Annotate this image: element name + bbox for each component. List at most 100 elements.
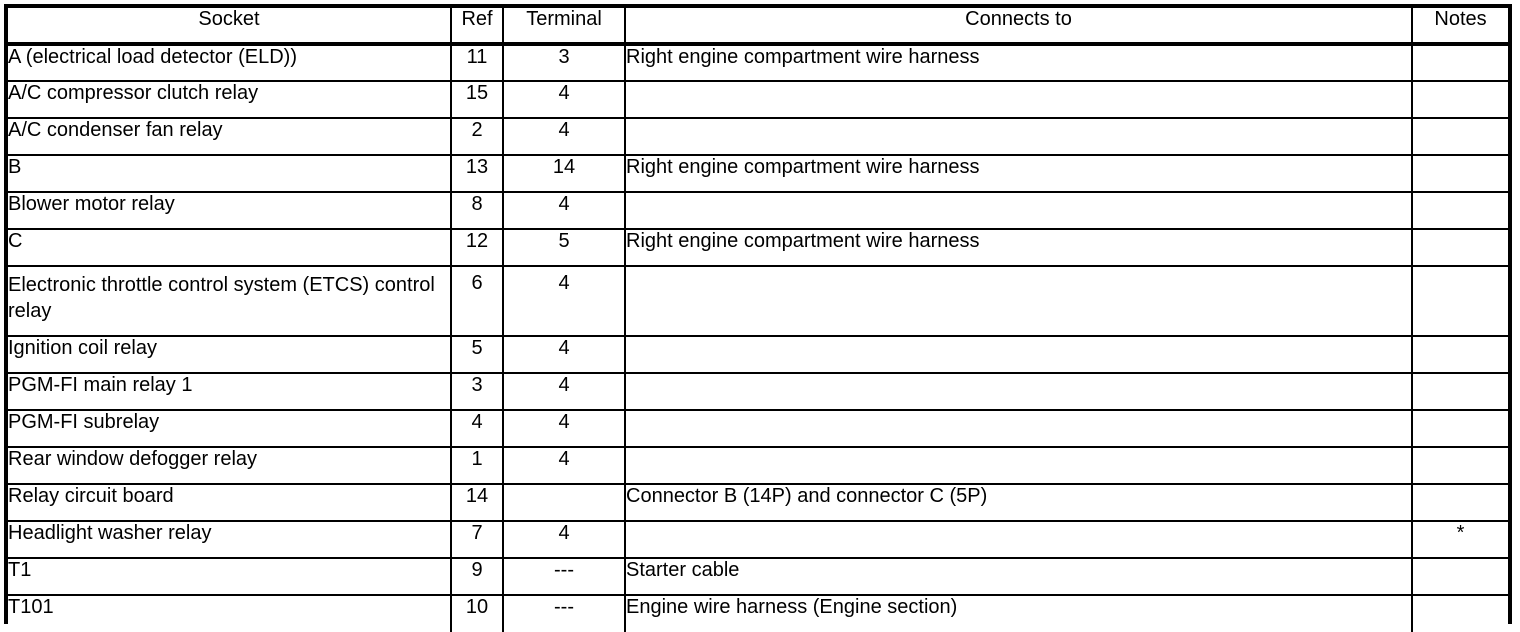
cell-terminal: 4	[503, 373, 626, 411]
cell-ref: 11	[451, 44, 504, 82]
cell-socket: T1	[8, 558, 452, 596]
cell-socket: T101	[8, 595, 452, 632]
cell-terminal: 4	[503, 521, 626, 559]
cell-notes	[1412, 373, 1508, 411]
cell-ref: 10	[451, 595, 504, 632]
cell-notes	[1412, 118, 1508, 156]
cell-ref: 1	[451, 447, 504, 485]
cell-terminal: ---	[503, 595, 626, 632]
cell-terminal: 4	[503, 81, 626, 119]
cell-terminal: 5	[503, 229, 626, 267]
column-header-ref: Ref	[451, 8, 504, 46]
cell-socket: A (electrical load detector (ELD))	[8, 44, 452, 82]
cell-terminal: 4	[503, 266, 626, 337]
column-header-notes: Notes	[1412, 8, 1508, 46]
cell-terminal: 4	[503, 118, 626, 156]
cell-socket: A/C compressor clutch relay	[8, 81, 452, 119]
column-header-terminal: Terminal	[503, 8, 626, 46]
cell-notes	[1412, 44, 1508, 82]
cell-connects-to	[625, 118, 1413, 156]
cell-socket: Relay circuit board	[8, 484, 452, 522]
column-header-socket: Socket	[8, 8, 452, 46]
cell-notes	[1412, 595, 1508, 632]
cell-connects-to: Right engine compartment wire harness	[625, 44, 1413, 82]
cell-terminal: 4	[503, 336, 626, 374]
cell-socket: C	[8, 229, 452, 267]
cell-socket: PGM-FI subrelay	[8, 410, 452, 448]
cell-connects-to	[625, 192, 1413, 230]
cell-ref: 3	[451, 373, 504, 411]
cell-socket: Headlight washer relay	[8, 521, 452, 559]
cell-notes: *	[1412, 521, 1508, 559]
cell-ref: 2	[451, 118, 504, 156]
cell-notes	[1412, 484, 1508, 522]
cell-connects-to	[625, 521, 1413, 559]
cell-connects-to	[625, 336, 1413, 374]
cell-socket: PGM-FI main relay 1	[8, 373, 452, 411]
cell-ref: 7	[451, 521, 504, 559]
cell-ref: 8	[451, 192, 504, 230]
cell-connects-to	[625, 81, 1413, 119]
cell-connects-to	[625, 373, 1413, 411]
cell-ref: 6	[451, 266, 504, 337]
cell-notes	[1412, 336, 1508, 374]
table-header-row: Socket Ref Terminal Connects to Notes	[8, 8, 1508, 46]
cell-terminal: 3	[503, 44, 626, 82]
cell-connects-to: Right engine compartment wire harness	[625, 229, 1413, 267]
table-row: Electronic throttle control system (ETCS…	[8, 266, 1508, 337]
cell-socket: Ignition coil relay	[8, 336, 452, 374]
cell-ref: 15	[451, 81, 504, 119]
cell-connects-to	[625, 266, 1413, 337]
fuse-relay-socket-table: Socket Ref Terminal Connects to Notes A …	[8, 8, 1508, 632]
cell-notes	[1412, 266, 1508, 337]
cell-connects-to: Right engine compartment wire harness	[625, 155, 1413, 193]
cell-ref: 4	[451, 410, 504, 448]
cell-connects-to	[625, 410, 1413, 448]
cell-terminal: 4	[503, 410, 626, 448]
cell-socket: Electronic throttle control system (ETCS…	[8, 266, 452, 337]
cell-notes	[1412, 558, 1508, 596]
cell-socket: B	[8, 155, 452, 193]
cell-connects-to: Connector B (14P) and connector C (5P)	[625, 484, 1413, 522]
cell-socket: A/C condenser fan relay	[8, 118, 452, 156]
cell-notes	[1412, 81, 1508, 119]
cell-ref: 13	[451, 155, 504, 193]
cell-socket: Blower motor relay	[8, 192, 452, 230]
cell-connects-to: Starter cable	[625, 558, 1413, 596]
cell-terminal: 4	[503, 447, 626, 485]
cell-terminal: ---	[503, 558, 626, 596]
cell-notes	[1412, 447, 1508, 485]
cell-ref: 9	[451, 558, 504, 596]
cell-terminal: 14	[503, 155, 626, 193]
fuse-relay-socket-table-container: Socket Ref Terminal Connects to Notes A …	[4, 4, 1512, 632]
table-header: Socket Ref Terminal Connects to Notes	[8, 8, 1508, 46]
cell-notes	[1412, 410, 1508, 448]
cell-ref: 5	[451, 336, 504, 374]
cell-connects-to: Engine wire harness (Engine section)	[625, 595, 1413, 632]
cell-ref: 14	[451, 484, 504, 522]
column-header-connects: Connects to	[625, 8, 1413, 46]
cell-socket: Rear window defogger relay	[8, 447, 452, 485]
cell-ref: 12	[451, 229, 504, 267]
cell-terminal	[503, 484, 626, 522]
cell-connects-to	[625, 447, 1413, 485]
cell-terminal: 4	[503, 192, 626, 230]
cell-notes	[1412, 155, 1508, 193]
cell-notes	[1412, 192, 1508, 230]
cell-notes	[1412, 229, 1508, 267]
